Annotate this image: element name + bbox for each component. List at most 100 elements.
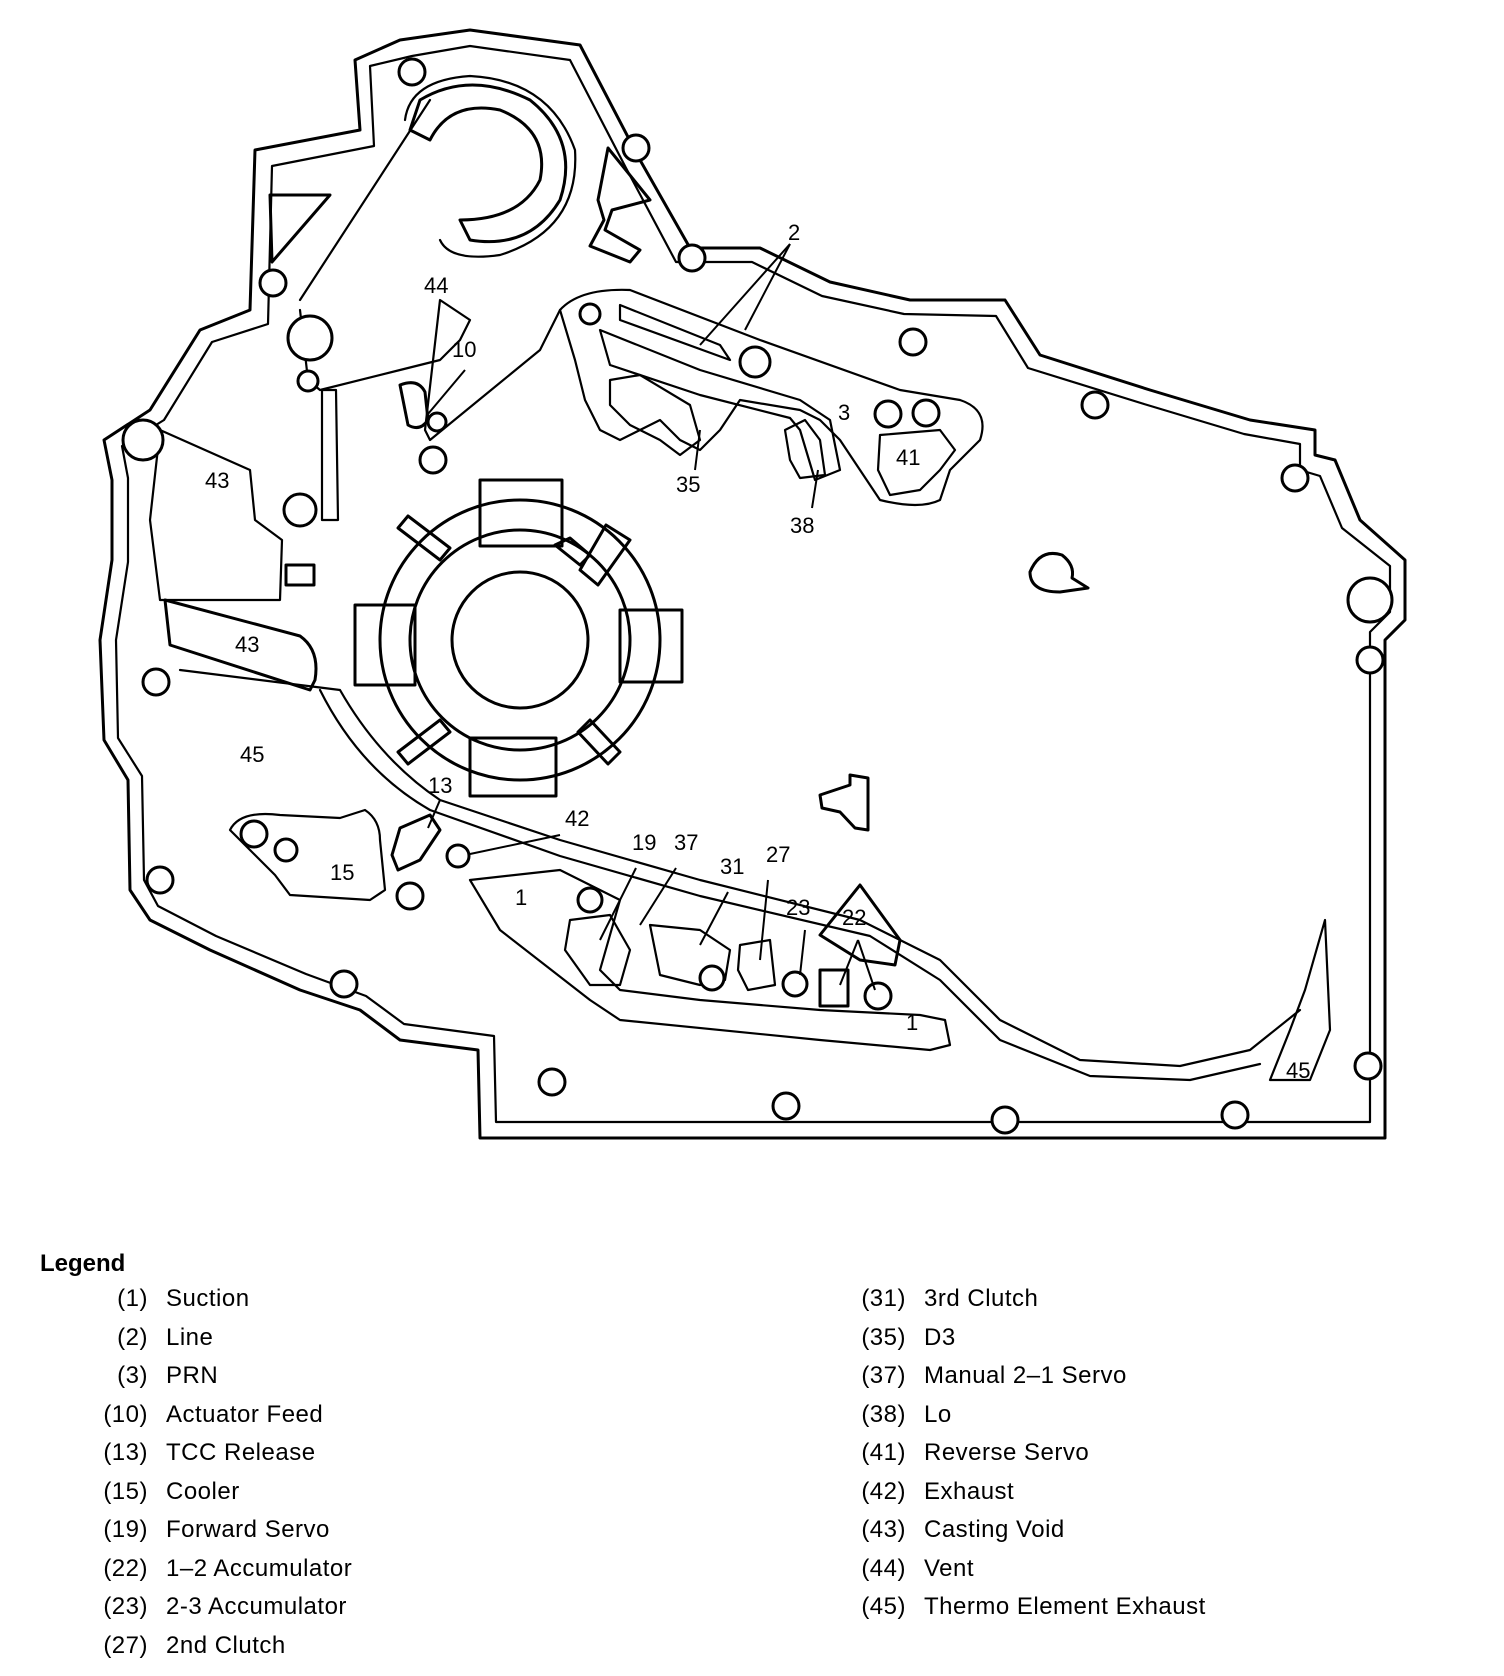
legend-number: (27) — [103, 1631, 148, 1659]
callout-43-passage: 43 — [235, 632, 259, 657]
legend-number: (31) — [861, 1285, 906, 1312]
legend-label: Forward Servo — [166, 1516, 330, 1543]
legend-item: (22) 1–2 Accumulator — [84, 1550, 352, 1589]
left-vertical-passage — [320, 388, 340, 522]
accumulator-square — [818, 968, 850, 1008]
tcc-release-slot — [390, 813, 442, 872]
bolt-holes — [121, 57, 1394, 1135]
callout-10: 10 — [452, 337, 476, 362]
c-passage — [408, 83, 568, 244]
legend-label: Thermo Element Exhaust — [924, 1593, 1206, 1620]
callout-3: 3 — [838, 400, 850, 425]
callout-23: 23 — [786, 895, 810, 920]
legend-label: Actuator Feed — [166, 1400, 324, 1428]
legend-item: (38)Lo — [842, 1396, 1206, 1435]
legend-item: (42) Exhaust — [842, 1473, 1206, 1512]
legend-label: Manual 2–1 Servo — [924, 1362, 1127, 1389]
legend-label: Casting Void — [924, 1516, 1065, 1543]
legend-number: (19) — [103, 1516, 148, 1543]
legend-number: (2) — [117, 1323, 148, 1351]
callout-22: 22 — [842, 905, 866, 930]
legend-column-right: (31) 3rd Clutch (35) D3 (37) Manual 2–1 Ser… — [842, 1280, 1206, 1627]
legend-number: (41) — [861, 1439, 906, 1466]
legend-item: (43) Casting Void — [842, 1511, 1206, 1550]
callout-13: 13 — [428, 773, 452, 798]
c-passage-inner — [403, 74, 577, 258]
legend-item: (27) 2nd Clutch — [84, 1627, 352, 1666]
diagonal-lower-passage-2 — [318, 688, 1262, 1082]
triangle-cutout-top — [588, 146, 652, 264]
legend-label: Exhaust — [924, 1477, 1015, 1505]
line-passage-inner-2 — [598, 328, 842, 482]
legend-item: (10) Actuator Feed — [84, 1396, 352, 1435]
legend-label: TCC Release — [166, 1439, 316, 1466]
legend-number: (43) — [861, 1516, 906, 1543]
legend-item: (1) Suction — [84, 1280, 352, 1319]
legend-label: Vent — [924, 1554, 975, 1582]
callout-2: 2 — [788, 220, 800, 245]
legend-label: PRN — [166, 1362, 219, 1389]
legend-number: (13) — [103, 1439, 148, 1466]
legend-label: D3 — [924, 1323, 956, 1351]
accumulator-triangle — [818, 883, 902, 967]
legend-title: Legend — [40, 1250, 126, 1277]
legend-item: (2) Line — [84, 1319, 352, 1358]
suction-passage — [468, 868, 952, 1052]
callout-41: 41 — [896, 445, 920, 470]
legend-number: (42) — [861, 1477, 906, 1505]
callout-19: 19 — [632, 830, 656, 855]
legend-item: (41)Reverse Servo — [842, 1434, 1206, 1473]
keyed-hole — [1028, 551, 1090, 594]
callout-44: 44 — [424, 273, 448, 298]
legend-item: (45) Thermo Element Exhaust — [842, 1588, 1206, 1627]
legend-item: (3) PRN — [84, 1357, 352, 1396]
legend-label: Line — [166, 1323, 214, 1351]
callout-15: 15 — [330, 860, 354, 885]
callout-labels: 44 10 43 43 45 2 3 41 35 38 13 42 15 1 1… — [205, 220, 1310, 1083]
callout-27: 27 — [766, 842, 790, 867]
legend-number: (22) — [103, 1554, 148, 1582]
callout-37: 37 — [674, 830, 698, 855]
legend-label: Suction — [166, 1285, 250, 1312]
legend-number: (10) — [103, 1400, 148, 1428]
lo-passage — [783, 418, 827, 480]
pump-assembly — [353, 478, 684, 798]
legend-item: (37) Manual 2–1 Servo — [842, 1357, 1206, 1396]
legend-number: (45) — [861, 1593, 906, 1620]
legend-number: (3) — [117, 1362, 148, 1389]
legend-number: (37) — [861, 1362, 906, 1389]
line-passage-inner — [618, 303, 732, 362]
actuator-feed-slot — [398, 381, 430, 430]
legend-item: (23) 2-3 Accumulator — [84, 1588, 352, 1627]
reverse-servo-pocket — [876, 428, 957, 497]
thermo-exhaust-passage — [1268, 918, 1332, 1082]
callout-43-upper: 43 — [205, 468, 229, 493]
legend-number: (23) — [103, 1593, 148, 1620]
callout-45-left: 45 — [240, 742, 264, 767]
line-passage — [558, 288, 984, 507]
left-pocket-43 — [148, 428, 284, 602]
callout-35: 35 — [676, 472, 700, 497]
small-square-cutout — [284, 563, 316, 587]
vent-region-outline — [298, 98, 562, 442]
legend-label: 3rd Clutch — [924, 1285, 1039, 1312]
legend-label: 2nd Clutch — [166, 1631, 286, 1659]
gasket-outer-outline — [98, 28, 1407, 1140]
legend-number: (35) — [861, 1323, 906, 1351]
legend-number: (1) — [117, 1285, 148, 1312]
triangle-cutout-left — [268, 193, 332, 264]
callout-45-right: 45 — [1286, 1058, 1310, 1083]
legend-column-left: (1) Suction (2) Line (3) PRN (10) Actuator F… — [84, 1280, 352, 1665]
legend-label: 1–2 Accumulator — [166, 1554, 353, 1582]
callout-38: 38 — [790, 513, 814, 538]
legend: Legend (1) Suction (2) Line (3) PRN (10) Act… — [0, 1250, 1504, 1670]
legend-item: (35) D3 — [842, 1319, 1206, 1358]
legend-item: (15)Cooler — [84, 1473, 352, 1512]
legend-label: 2-3 Accumulator — [166, 1593, 347, 1620]
second-clutch-passage — [736, 938, 777, 992]
legend-item: (13) TCC Release — [84, 1434, 352, 1473]
callout-31: 31 — [720, 854, 744, 879]
legend-number: (15) — [103, 1477, 148, 1505]
legend-label: Lo — [924, 1400, 952, 1428]
legend-item: (31) 3rd Clutch — [842, 1280, 1206, 1319]
